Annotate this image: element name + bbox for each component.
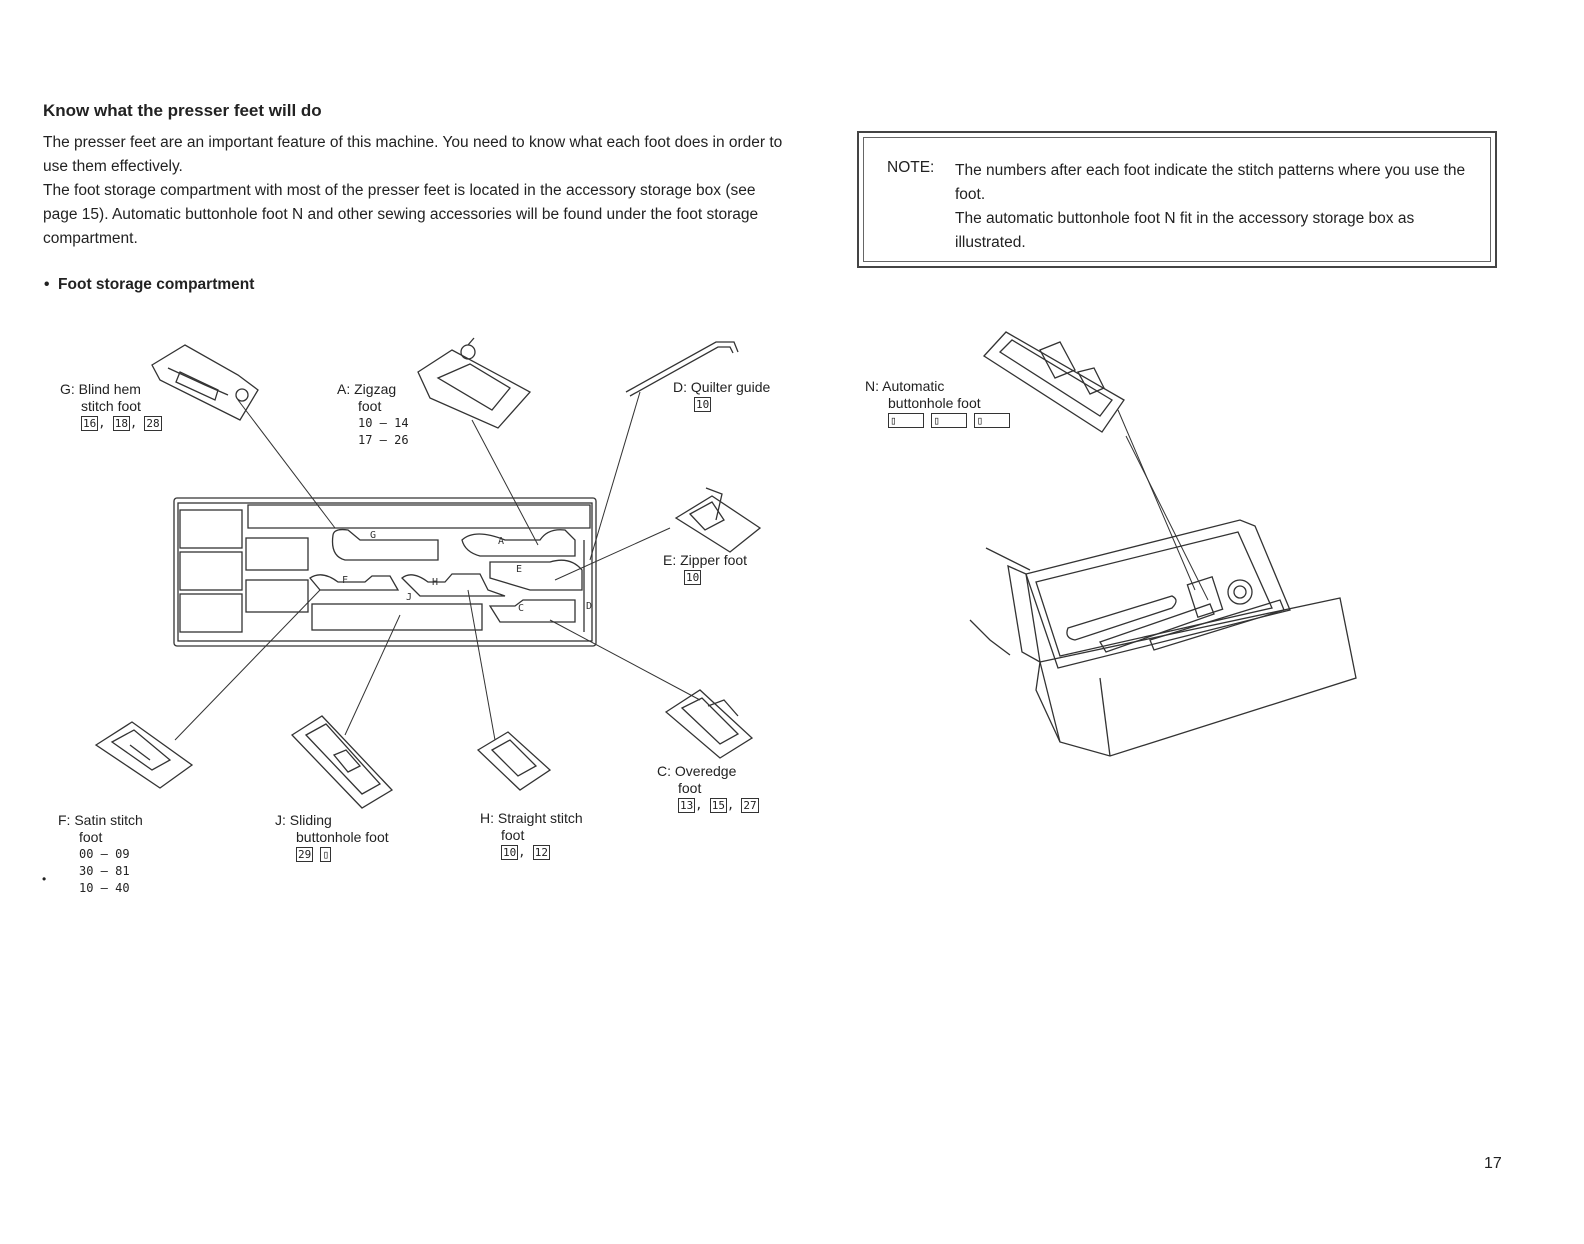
note-inner-frame [863, 137, 1491, 262]
foot-e-letter: E: [663, 552, 677, 568]
foot-f-codes-1: 00 – 09 [79, 847, 130, 861]
foot-c-code-3: 27 [741, 798, 759, 813]
quilter-guide-drawing [625, 341, 739, 397]
foot-g-code-1: 16 [81, 416, 99, 431]
label-foot-h: H: Straight stitch foot 10, 12 [480, 810, 583, 860]
intro-paragraph-1: The presser feet are an important featur… [43, 134, 783, 175]
straight-stitch-foot-drawing [476, 731, 552, 791]
foot-d-name1: Quilter guide [690, 379, 771, 395]
buttonhole-pattern-icon-2: ▯ [931, 413, 968, 428]
label-foot-e: E: Zipper foot 10 [663, 552, 747, 586]
slot-letter-e: E [516, 564, 522, 575]
slot-letter-h: H [432, 577, 438, 588]
foot-j-letter: J: [275, 812, 286, 828]
note-label: NOTE: [887, 159, 935, 176]
foot-f-letter: F: [58, 812, 71, 828]
slot-letter-d: D [586, 601, 592, 612]
slot-letter-f: F [342, 575, 348, 586]
label-foot-f: F: Satin stitch foot 00 – 09 30 – 81 10 … [58, 812, 143, 897]
note-line-2: The automatic buttonhole foot N fit in t… [955, 210, 1415, 251]
zigzag-foot-drawing [417, 337, 532, 429]
slot-letter-g: G [370, 530, 376, 541]
buttonhole-pattern-icon-3: ▯ [974, 413, 1011, 428]
label-foot-a: A: Zigzag foot 10 – 14 17 – 26 [337, 381, 409, 449]
intro-text: The presser feet are an important featur… [43, 131, 783, 251]
label-foot-j: J: Sliding buttonhole foot 29 ▯ [275, 812, 389, 863]
foot-d-letter: D: [673, 379, 687, 395]
slot-letter-c: C [518, 603, 524, 614]
slot-letter-j: J [406, 592, 412, 603]
note-text: The numbers after each foot indicate the… [955, 159, 1475, 255]
foot-e-code: 10 [684, 570, 702, 585]
section-bullet: • Foot storage compartment [44, 276, 255, 293]
foot-a-codes-2: 17 – 26 [358, 433, 409, 447]
foot-h-letter: H: [480, 810, 494, 826]
foot-h-code-2: 12 [532, 845, 550, 860]
buttonhole-pattern-icon: ▯ [320, 847, 332, 862]
foot-f-codes-3: 10 – 40 [79, 881, 130, 895]
foot-c-name2: foot [678, 780, 702, 796]
accessory-box-drawing [969, 519, 1357, 757]
note-box: NOTE: The numbers after each foot indica… [857, 131, 1497, 268]
foot-h-name2: foot [501, 827, 525, 843]
blind-hem-foot-drawing [151, 344, 259, 421]
automatic-buttonhole-foot-drawing [982, 331, 1125, 433]
foot-c-code-1: 13 [678, 798, 696, 813]
bullet-text: Foot storage compartment [58, 276, 255, 293]
foot-e-name1: Zipper foot [680, 552, 748, 568]
foot-d-code: 10 [694, 397, 712, 412]
zipper-foot-drawing [674, 487, 762, 553]
sliding-buttonhole-foot-drawing [290, 715, 394, 809]
foot-g-letter: G: [60, 381, 75, 397]
foot-g-code-3: 28 [144, 416, 162, 431]
foot-h-name1: Straight stitch [497, 810, 583, 826]
foot-a-codes-1: 10 – 14 [358, 416, 409, 430]
foot-a-name2: foot [358, 398, 382, 414]
foot-a-name1: Zigzag [354, 381, 397, 397]
foot-f-name1: Satin stitch [74, 812, 143, 828]
foot-f-codes-2: 30 – 81 [79, 864, 130, 878]
foot-g-name1: Blind hem [78, 381, 141, 397]
slot-letter-a: A [498, 536, 504, 547]
intro-paragraph-2: The foot storage compartment with most o… [43, 182, 759, 247]
foot-j-name1: Sliding [289, 812, 332, 828]
stray-dot: • [42, 872, 47, 886]
foot-j-name2: buttonhole foot [296, 829, 389, 845]
foot-g-code-2: 18 [112, 416, 130, 431]
page-heading: Know what the presser feet will do [43, 101, 322, 120]
buttonhole-pattern-icon-1: ▯ [888, 413, 924, 428]
note-line-1: The numbers after each foot indicate the… [955, 162, 1466, 203]
foot-c-name1: Overedge [674, 763, 737, 779]
foot-n-letter: N: [865, 378, 879, 394]
storage-tray [173, 497, 597, 647]
page-number: 17 [1484, 1155, 1502, 1172]
foot-c-letter: C: [657, 763, 671, 779]
leader-lines [174, 391, 1209, 741]
label-foot-c: C: Overedge foot 13, 15, 27 [657, 763, 759, 813]
foot-h-code-1: 10 [501, 845, 519, 860]
label-foot-g: G: Blind hem stitch foot 16, 18, 28 [60, 381, 162, 431]
foot-c-code-2: 15 [709, 798, 727, 813]
foot-j-code: 29 [296, 847, 314, 862]
foot-n-name2: buttonhole foot [888, 395, 981, 411]
compartment-letters: G A F H J E C D [342, 530, 592, 614]
foot-f-name2: foot [79, 829, 103, 845]
satin-stitch-foot-drawing [94, 721, 194, 789]
foot-a-letter: A: [337, 381, 351, 397]
overedge-foot-drawing [664, 689, 754, 759]
foot-g-name2: stitch foot [81, 398, 141, 414]
label-foot-n: N: Automatic buttonhole foot ▯ ▯ ▯ [865, 378, 1011, 429]
foot-n-name1: Automatic [882, 378, 945, 394]
label-foot-d: D: Quilter guide 10 [673, 379, 770, 413]
